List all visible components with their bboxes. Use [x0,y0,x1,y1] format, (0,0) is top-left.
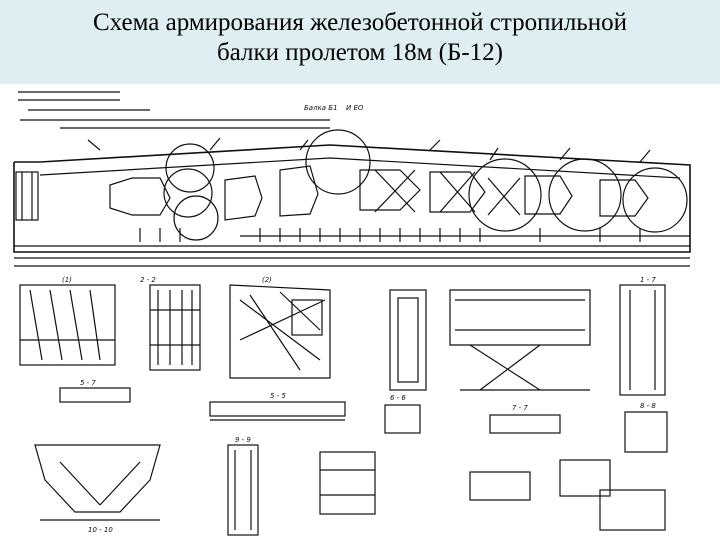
slide-title: Схема армирования железобетонной стропил… [0,8,720,68]
section-label: 5 - 7 [80,379,96,387]
sections-row-3 [34,444,666,536]
section-label: 7 - 7 [512,404,528,412]
section-label: 8 - 8 [640,402,656,410]
section-label: (2) [262,276,272,284]
beam-mark: И ЕО [346,104,364,112]
title-line-2: балки пролетом 18м (Б-12) [217,39,503,66]
section-label: 2 - 2 [140,276,156,284]
drawing-labels: Балка Б1 И ЕО (1) 2 - 2 (2) 1 - 7 5 - 7 … [62,104,656,534]
section-label: 10 - 10 [88,526,113,534]
section-label: 5 - 5 [270,392,286,400]
section-label: 1 - 7 [640,276,656,284]
section-label: 9 - 9 [235,436,251,444]
sections-row-1 [19,284,666,396]
section-label: (1) [62,276,72,284]
title-bar [0,0,720,84]
beam-label: Балка Б1 [304,104,338,112]
sections-row-2 [59,387,668,453]
beam-elevation [13,91,691,267]
title-line-1: Схема армирования железобетонной стропил… [93,9,627,36]
section-label: 6 - 6 [390,394,406,402]
